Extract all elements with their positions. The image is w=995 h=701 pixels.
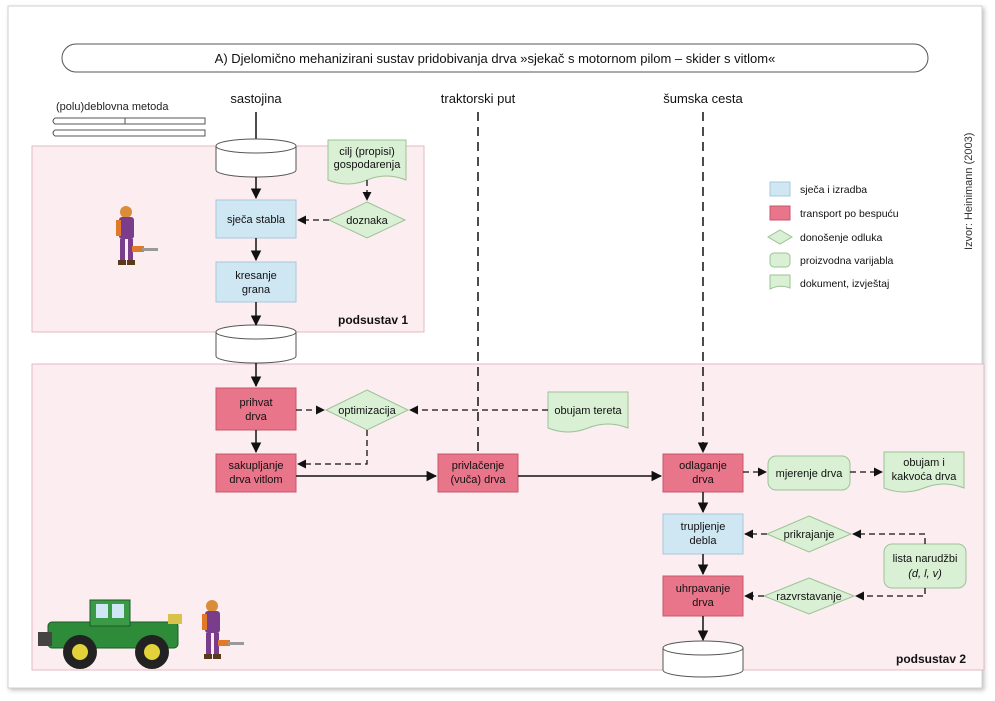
piling-box <box>662 575 744 617</box>
delimbing-line-2: grana <box>242 284 271 296</box>
marking-label: doznaka <box>346 215 388 227</box>
bucking-box <box>662 513 744 555</box>
winching-box <box>215 453 297 493</box>
flow-arrows <box>250 177 709 642</box>
order-list-line-1: lista narudžbi <box>893 553 958 565</box>
order-list-variable <box>883 543 967 589</box>
legend-swatch-diamond <box>767 229 793 245</box>
optimization-label: optimizacija <box>338 405 396 417</box>
delimbing-box <box>215 261 297 303</box>
column-tractor-road: traktorski put <box>441 91 516 106</box>
chainsaw-worker-icon <box>202 600 244 659</box>
goal-line-1: cilj (propisi) <box>339 146 395 158</box>
storage-cylinder-icon <box>215 138 297 178</box>
column-stand: sastojina <box>230 91 282 106</box>
subsystem-2-area <box>31 363 985 671</box>
legend-swatch-document <box>769 274 791 290</box>
landing-line-1: odlaganje <box>679 460 727 472</box>
load-volume-label: obujam tereta <box>554 405 622 417</box>
volume-quality-line-1: obujam i <box>903 457 945 469</box>
log-icon <box>52 117 206 137</box>
winching-line-2: drva vitlom <box>229 474 282 486</box>
legend-item: donošenje odluka <box>800 232 882 244</box>
cutting-decision <box>765 515 853 553</box>
piling-line-1: uhrpavanje <box>676 583 730 595</box>
subsystem-1-label: podsustav 1 <box>338 313 408 327</box>
landing-box <box>662 453 744 493</box>
cutting-label: prikrajanje <box>784 529 835 541</box>
subsystem-2-label: podsustav 2 <box>896 652 966 666</box>
marking-decision <box>327 201 407 239</box>
felling-label: sječa stabla <box>227 214 286 226</box>
legend-swatch-blue <box>769 181 791 197</box>
piling-line-2: drva <box>692 597 714 609</box>
grab-line-1: prihvat <box>239 397 272 409</box>
legend: sječa i izradba transport po bespuću don… <box>767 181 899 290</box>
goal-line-2: gospodarenja <box>334 159 402 171</box>
landing-line-2: drva <box>692 474 714 486</box>
info-arrows <box>296 180 926 601</box>
delimbing-line-1: kresanje <box>235 270 277 282</box>
legend-item: sječa i izradba <box>800 184 867 196</box>
skidding-box <box>437 453 519 493</box>
sorting-label: razvrstavanje <box>776 591 841 603</box>
bucking-line-2: debla <box>690 535 718 547</box>
legend-swatch-rounded <box>769 252 791 268</box>
measuring-label: mjerenje drva <box>776 468 844 480</box>
skidding-line-1: privlačenje <box>452 460 505 472</box>
bucking-line-1: trupljenje <box>681 521 726 533</box>
grab-line-2: drva <box>245 411 267 423</box>
sorting-decision <box>762 577 856 615</box>
legend-swatch-red <box>769 205 791 221</box>
load-volume-document <box>547 391 629 433</box>
title-box <box>61 43 929 73</box>
winching-line-1: sakupljanje <box>228 460 283 472</box>
order-list-line-2: (d, l, v) <box>908 568 942 580</box>
source-label: Izvor: Heinimann (2003) <box>963 133 975 250</box>
legend-item: dokument, izvještaj <box>800 278 889 290</box>
storage-cylinder-icon <box>662 640 744 678</box>
measuring-variable <box>767 455 851 491</box>
diagram-title: A) Djelomično mehanizirani sustav pridob… <box>215 51 776 66</box>
volume-quality-document <box>883 451 965 493</box>
method-label: (polu)deblovna metoda <box>56 101 169 113</box>
column-forest-road: šumska cesta <box>663 91 743 106</box>
grab-box <box>215 387 297 431</box>
volume-quality-line-2: kakvoća drva <box>892 471 958 483</box>
legend-item: proizvodna varijabla <box>800 255 894 267</box>
legend-item: transport po bespuću <box>800 208 899 220</box>
skidding-line-2: (vuča) drva <box>450 474 506 486</box>
goal-document <box>327 139 407 185</box>
chainsaw-worker-icon <box>116 206 158 265</box>
skidder-tractor-icon <box>38 599 182 669</box>
storage-cylinder-icon <box>215 324 297 364</box>
